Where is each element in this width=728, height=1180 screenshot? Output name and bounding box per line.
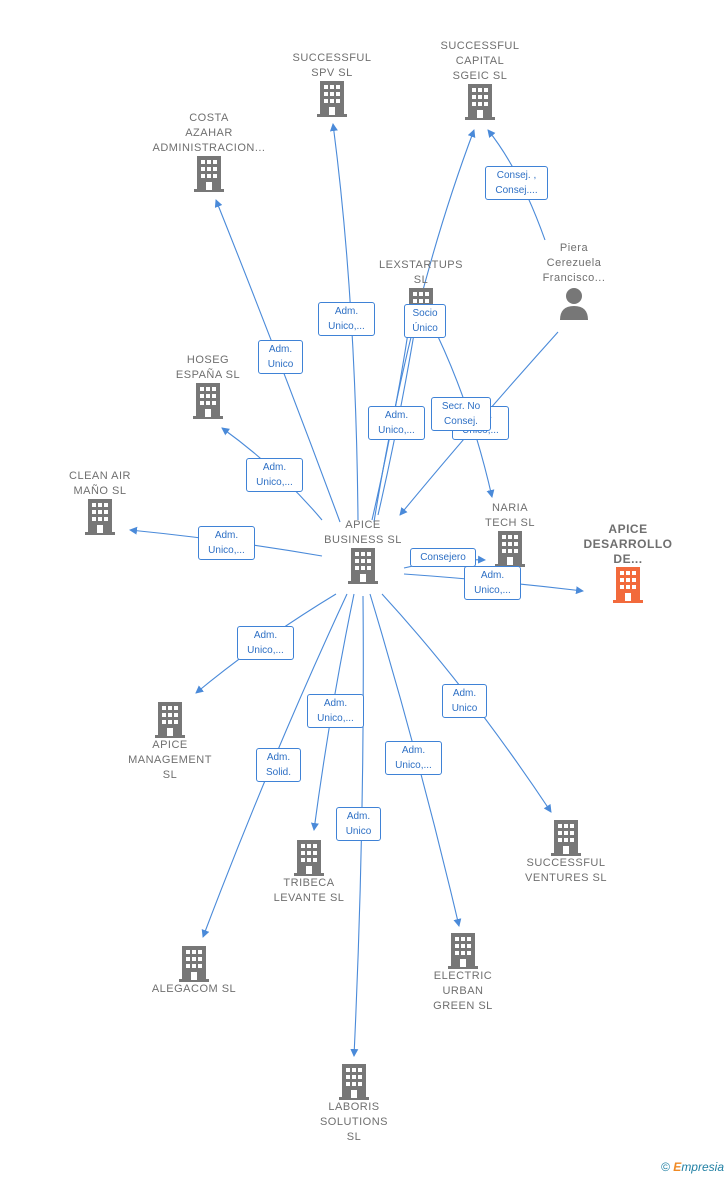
node-label: Piera Cerezuela Francisco... <box>542 242 606 284</box>
relation-label-costa[interactable]: Adm. Unico <box>258 340 303 374</box>
node-label: SUCCESSFUL CAPITAL SGEIC SL <box>440 40 520 82</box>
node-label: HOSEG ESPAÑA SL <box>175 354 241 381</box>
node-label: TRIBECA LEVANTE SL <box>273 877 345 904</box>
building-icon <box>179 946 209 982</box>
building-icon <box>448 933 478 969</box>
building-icon <box>348 548 378 584</box>
relation-label-piera[interactable]: Secr. No Consej. <box>431 397 491 431</box>
building-icon <box>551 820 581 856</box>
building-icon <box>294 840 324 876</box>
relation-label-management[interactable]: Adm. Unico,... <box>237 626 294 660</box>
relation-label-laboris[interactable]: Adm. Unico <box>336 807 381 841</box>
node-alegacom[interactable]: ALEGACOM SL <box>124 946 264 997</box>
copyright-symbol: © <box>661 1160 670 1174</box>
node-label: COSTA AZAHAR ADMINISTRACION... <box>152 112 266 154</box>
node-label: LEXSTARTUPS SL <box>379 259 463 286</box>
building-icon <box>317 81 347 117</box>
node-apice-management[interactable]: APICE MANAGEMENT SL <box>100 702 240 783</box>
relation-label-ventures[interactable]: Adm. Unico <box>442 684 487 718</box>
person-icon <box>560 288 588 320</box>
brand-initial: E <box>673 1160 682 1174</box>
node-piera[interactable]: Piera Cerezuela Francisco... <box>504 241 644 320</box>
building-icon <box>194 156 224 192</box>
footer-brand: © Empresia <box>661 1160 724 1174</box>
relation-label-spv[interactable]: Adm. Unico,... <box>318 302 375 336</box>
node-naria-tech[interactable]: NARIA TECH SL <box>440 501 580 567</box>
node-tribeca-levante[interactable]: TRIBECA LEVANTE SL <box>239 840 379 906</box>
node-successful-spv[interactable]: SUCCESSFUL SPV SL <box>262 51 402 117</box>
node-label: APICE MANAGEMENT SL <box>128 739 212 781</box>
node-laboris[interactable]: LABORIS SOLUTIONS SL <box>284 1064 424 1145</box>
node-successful-ventures[interactable]: SUCCESSFUL VENTURES SL <box>496 820 636 886</box>
building-icon <box>613 567 643 603</box>
building-icon <box>193 383 223 419</box>
node-lexstartups[interactable]: LEXSTARTUPS SL <box>351 258 491 324</box>
node-electric-urban-green[interactable]: ELECTRIC URBAN GREEN SL <box>393 933 533 1014</box>
relation-label-desarrollo[interactable]: Adm. Unico,... <box>464 566 521 600</box>
building-icon <box>339 1064 369 1100</box>
node-label: NARIA TECH SL <box>485 502 535 529</box>
relation-label-tribeca[interactable]: Adm. Unico,... <box>307 694 364 728</box>
node-costa-azahar[interactable]: COSTA AZAHAR ADMINISTRACION... <box>139 111 279 192</box>
relation-label-lex[interactable]: Socio Único <box>404 304 446 338</box>
node-apice-desarrollo[interactable]: APICE DESARROLLO DE... <box>558 522 698 603</box>
building-icon <box>495 531 525 567</box>
node-successful-capital[interactable]: SUCCESSFUL CAPITAL SGEIC SL <box>410 39 550 120</box>
node-clean-air[interactable]: CLEAN AIR MAÑO SL <box>30 469 170 535</box>
building-icon <box>85 499 115 535</box>
relation-label-capital[interactable]: Adm. Unico,... <box>368 406 425 440</box>
relation-label-hoseg[interactable]: Adm. Unico,... <box>246 458 303 492</box>
relation-label-capital-person[interactable]: Consej. , Consej.... <box>485 166 548 200</box>
node-apice-business[interactable]: APICE BUSINESS SL <box>293 518 433 584</box>
building-icon <box>465 84 495 120</box>
node-label: ELECTRIC URBAN GREEN SL <box>433 970 493 1012</box>
node-label: ALEGACOM SL <box>151 983 237 995</box>
node-label: APICE BUSINESS SL <box>324 519 402 546</box>
relation-label-consejero[interactable]: Consejero <box>410 548 476 567</box>
node-label: LABORIS SOLUTIONS SL <box>319 1101 389 1143</box>
building-icon <box>155 702 185 738</box>
relation-label-clean-air[interactable]: Adm. Unico,... <box>198 526 255 560</box>
node-label: CLEAN AIR MAÑO SL <box>69 470 131 497</box>
node-label: SUCCESSFUL VENTURES SL <box>525 857 607 884</box>
node-label: SUCCESSFUL SPV SL <box>292 52 372 79</box>
relation-label-electric[interactable]: Adm. Unico,... <box>385 741 442 775</box>
brand-name: mpresia <box>681 1160 724 1174</box>
relation-label-alegacom[interactable]: Adm. Solid. <box>256 748 301 782</box>
node-hoseg[interactable]: HOSEG ESPAÑA SL <box>138 353 278 419</box>
node-label: APICE DESARROLLO DE... <box>583 522 673 566</box>
